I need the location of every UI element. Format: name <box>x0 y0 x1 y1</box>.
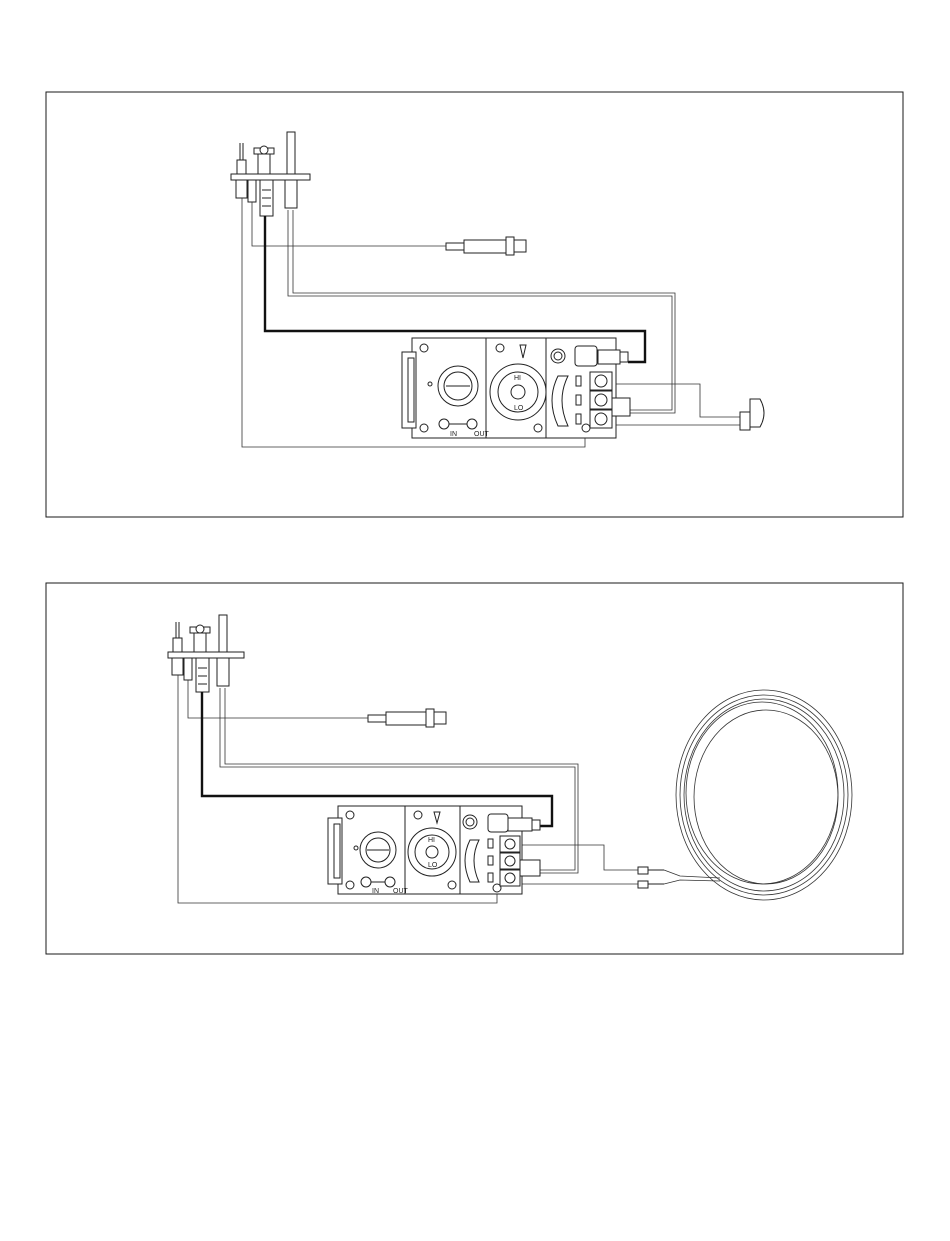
valve-inlet-label: IN <box>450 431 457 438</box>
valve-low-label: LO <box>428 862 438 869</box>
piezo-igniter <box>446 237 526 255</box>
pilot-assembly <box>231 132 310 216</box>
valve-high-label: HI <box>514 375 521 382</box>
diagram-1: HI LO IN OUT <box>46 92 903 517</box>
diagram-2: HI LO IN OUT <box>46 583 903 954</box>
piezo-igniter <box>368 709 446 727</box>
valve-inlet-label: IN <box>372 888 379 895</box>
wall-switch <box>740 399 764 430</box>
valve-low-label: LO <box>514 405 524 412</box>
pilot-assembly <box>168 615 244 692</box>
diagram-1-frame <box>46 92 903 517</box>
gas-valve: HI LO IN OUT <box>402 338 630 438</box>
valve-high-label: HI <box>428 837 435 844</box>
valve-outlet-label: OUT <box>474 431 490 438</box>
thermostat-coil <box>638 690 852 900</box>
gas-valve: HI LO IN OUT <box>328 806 540 895</box>
valve-outlet-label: OUT <box>393 888 409 895</box>
